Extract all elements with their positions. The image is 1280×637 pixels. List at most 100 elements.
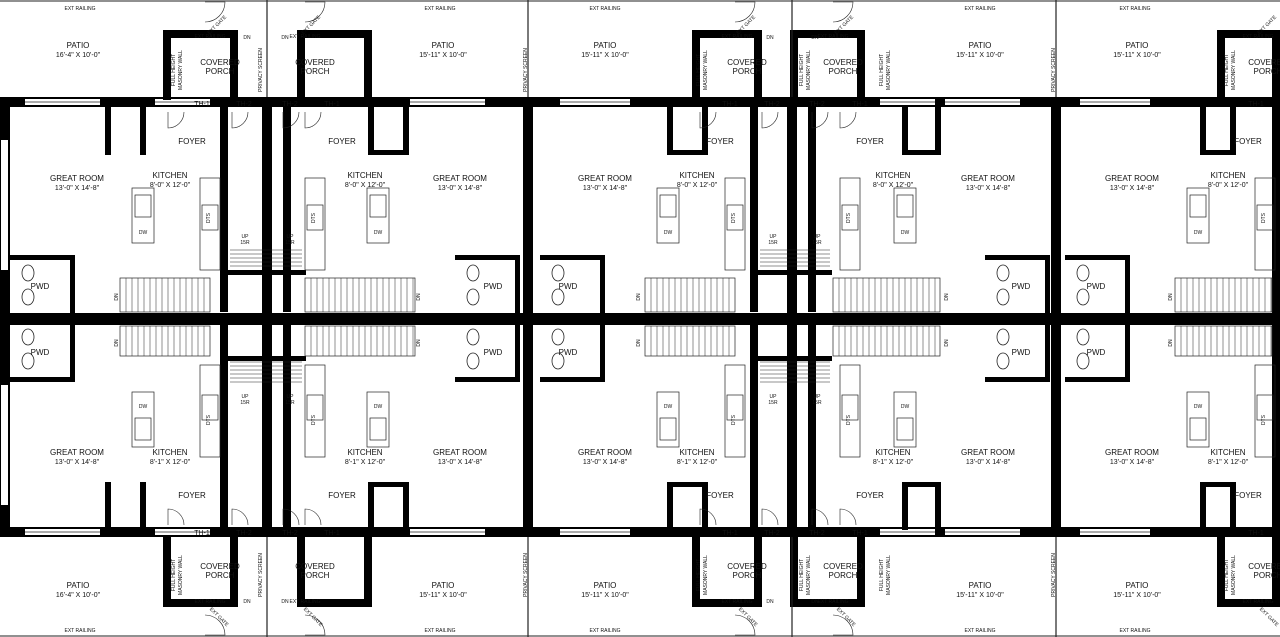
door-swing [839,111,857,129]
stair-dn-label: DN [416,339,422,347]
door-swing [839,508,857,526]
porch-wall [754,537,762,607]
closet-wall [1200,150,1236,155]
island-sink [1189,417,1207,441]
vestibule-wall [220,325,228,530]
great-room-label: GREAT ROOM [961,174,1015,183]
townhouse-tag: TH-1 [324,101,340,108]
party-wall [787,97,797,537]
masonry-wall-label: FULL HEIGHT [1224,54,1230,86]
kitchen-dims: 8'-1" X 12'-0" [677,459,718,466]
porch-wall [230,537,238,607]
townhouse-tag: TH-2 [282,530,298,537]
great-room-label: GREAT ROOM [1105,174,1159,183]
dishwasher-label: DW [1194,230,1203,236]
great-room-dims: 13'-0" X 14'-8" [583,185,628,192]
island-sink [134,194,152,218]
powder-room-wall [600,322,605,382]
powder-room-wall [1125,255,1130,315]
masonry-wall-label: MASONRY WALL [178,50,184,90]
closet-wall [935,107,941,155]
porch-wall [364,537,372,607]
townhouse-tag: TH-1 [722,530,738,537]
party-wall [0,97,10,537]
island-sink [369,417,387,441]
great-room-dims: 13'-0" X 14'-8" [583,459,628,466]
privacy-screen-label: PRIVACY SCREEN [258,553,264,597]
closet-wall [368,150,409,155]
vestibule-wall [283,325,291,530]
stair-dn-label: DN [636,293,642,301]
townhouse-tag: TH-1 [722,101,738,108]
closet-wall [1230,107,1236,155]
powder-room-wall [1045,322,1050,382]
covered-porch-label: COVERED [200,562,240,571]
dishwasher [841,204,859,231]
stair-risers-label: 15R [240,400,250,406]
patio-dims: 15'-11" X 10'-0" [1113,592,1161,599]
island-sink [896,417,914,441]
kitchen-label: KITCHEN [347,448,382,457]
great-room-dims: 13'-0" X 14'-8" [1110,459,1155,466]
dts-label: DTS [731,414,737,425]
kitchen-label: KITCHEN [152,171,187,180]
closet-wall [935,482,941,530]
kitchen-dims: 8'-0" X 12'-0" [345,182,386,189]
powder-room-label: PWD [1012,282,1031,291]
dts-label: DTS [311,414,317,425]
stair-risers-label: 15R [768,400,778,406]
townhouse-tag: TH-2 [236,530,252,537]
kitchen-island [131,187,155,244]
closet-wall [105,107,111,155]
kitchen-label: KITCHEN [347,171,382,180]
dishwasher-label: DW [374,230,383,236]
ext-railing-label: EXT RAILING [964,6,995,12]
townhouse-tag: TH-1 [852,101,868,108]
kitchen-label: KITCHEN [875,448,910,457]
dts-label: DTS [1261,212,1267,223]
patio-dims: 15'-11" X 10'-0" [581,592,629,599]
foyer-label: FOYER [328,491,356,500]
porch-wall [1272,537,1280,607]
door-swing [304,111,322,129]
covered-porch-label: PORCH [301,67,330,76]
stair-landing-wall [228,356,306,361]
porch-wall [692,537,700,607]
great-room-label: GREAT ROOM [578,448,632,457]
dn-label: DN [243,35,251,41]
patio-label: PATIO [1126,581,1149,590]
dn-label: DN [811,599,819,605]
powder-room-label: PWD [1012,348,1031,357]
closet-wall [702,482,708,530]
closet-wall [902,482,908,530]
party-wall [523,97,533,537]
patio-label: PATIO [432,581,455,590]
door-swing [811,111,829,129]
masonry-wall-label: FULL HEIGHT [799,559,805,591]
porch-wall [163,599,238,607]
townhouse-tag: TH-1 [194,530,210,537]
dn-label: DN [766,599,774,605]
dts-label: DTS [1261,414,1267,425]
townhouse-tag: TH-1 [324,530,340,537]
closet-wall [902,150,941,155]
masonry-wall-label: MASONRY WALL [886,555,892,595]
ext-railing-label: EXT RAILING [1242,599,1273,605]
stair-risers-label: 15R [285,400,295,406]
covered-porch-label: COVERED [295,562,335,571]
privacy-screen-label: PRIVACY SCREEN [523,48,529,92]
sink [551,288,565,306]
island-sink [659,194,677,218]
stair-dn-label: DN [114,339,120,347]
porch-wall [790,599,865,607]
patio-dims: 15'-11" X 10'-0" [956,592,1004,599]
powder-room-label: PWD [484,348,503,357]
island-sink [134,417,152,441]
patio-dims: 15'-11" X 10'-0" [956,52,1004,59]
ext-railing-label: EXT RAILING [589,628,620,634]
window-left-wall [1,385,8,505]
masonry-wall-label: MASONRY WALL [806,555,812,595]
porch-wall [163,30,238,38]
